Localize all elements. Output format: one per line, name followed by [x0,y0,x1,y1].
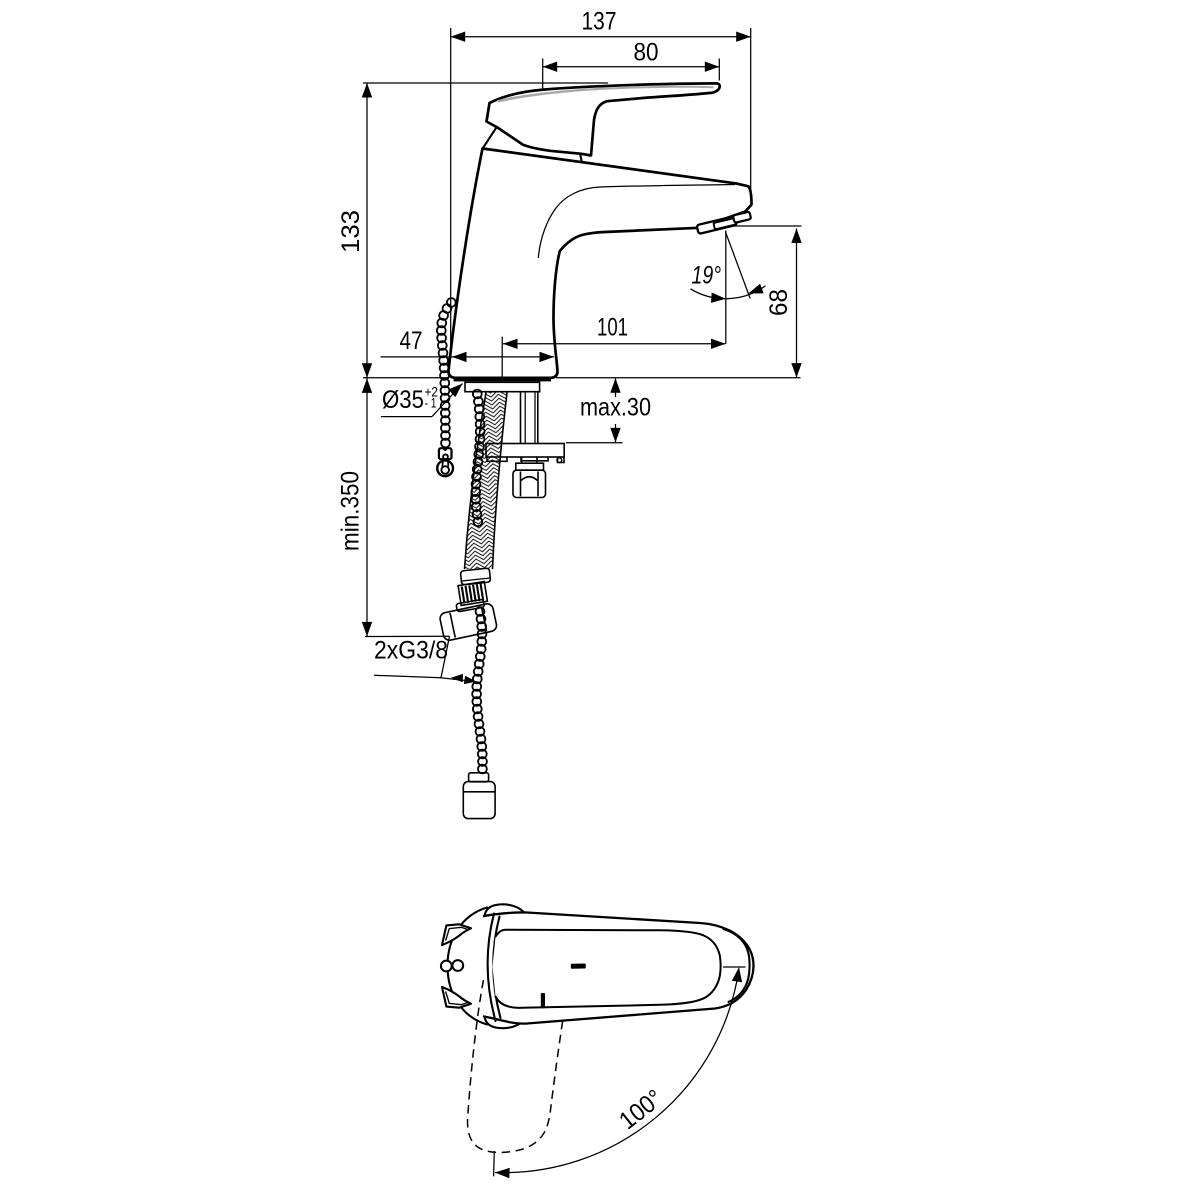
svg-text:47: 47 [400,327,423,355]
svg-text:133: 133 [337,210,365,253]
svg-text:+2: +2 [425,384,439,400]
svg-text:- 1: - 1 [425,395,437,411]
svg-text:min.350: min.350 [337,471,365,551]
svg-text:Ø35: Ø35 [382,386,424,414]
svg-text:2xG3/8: 2xG3/8 [374,637,448,665]
svg-text:101: 101 [597,314,628,342]
svg-text:19°: 19° [692,262,722,290]
svg-text:max.30: max.30 [580,394,651,422]
svg-text:68: 68 [765,289,793,316]
svg-text:80: 80 [634,39,659,67]
svg-text:137: 137 [582,7,617,35]
